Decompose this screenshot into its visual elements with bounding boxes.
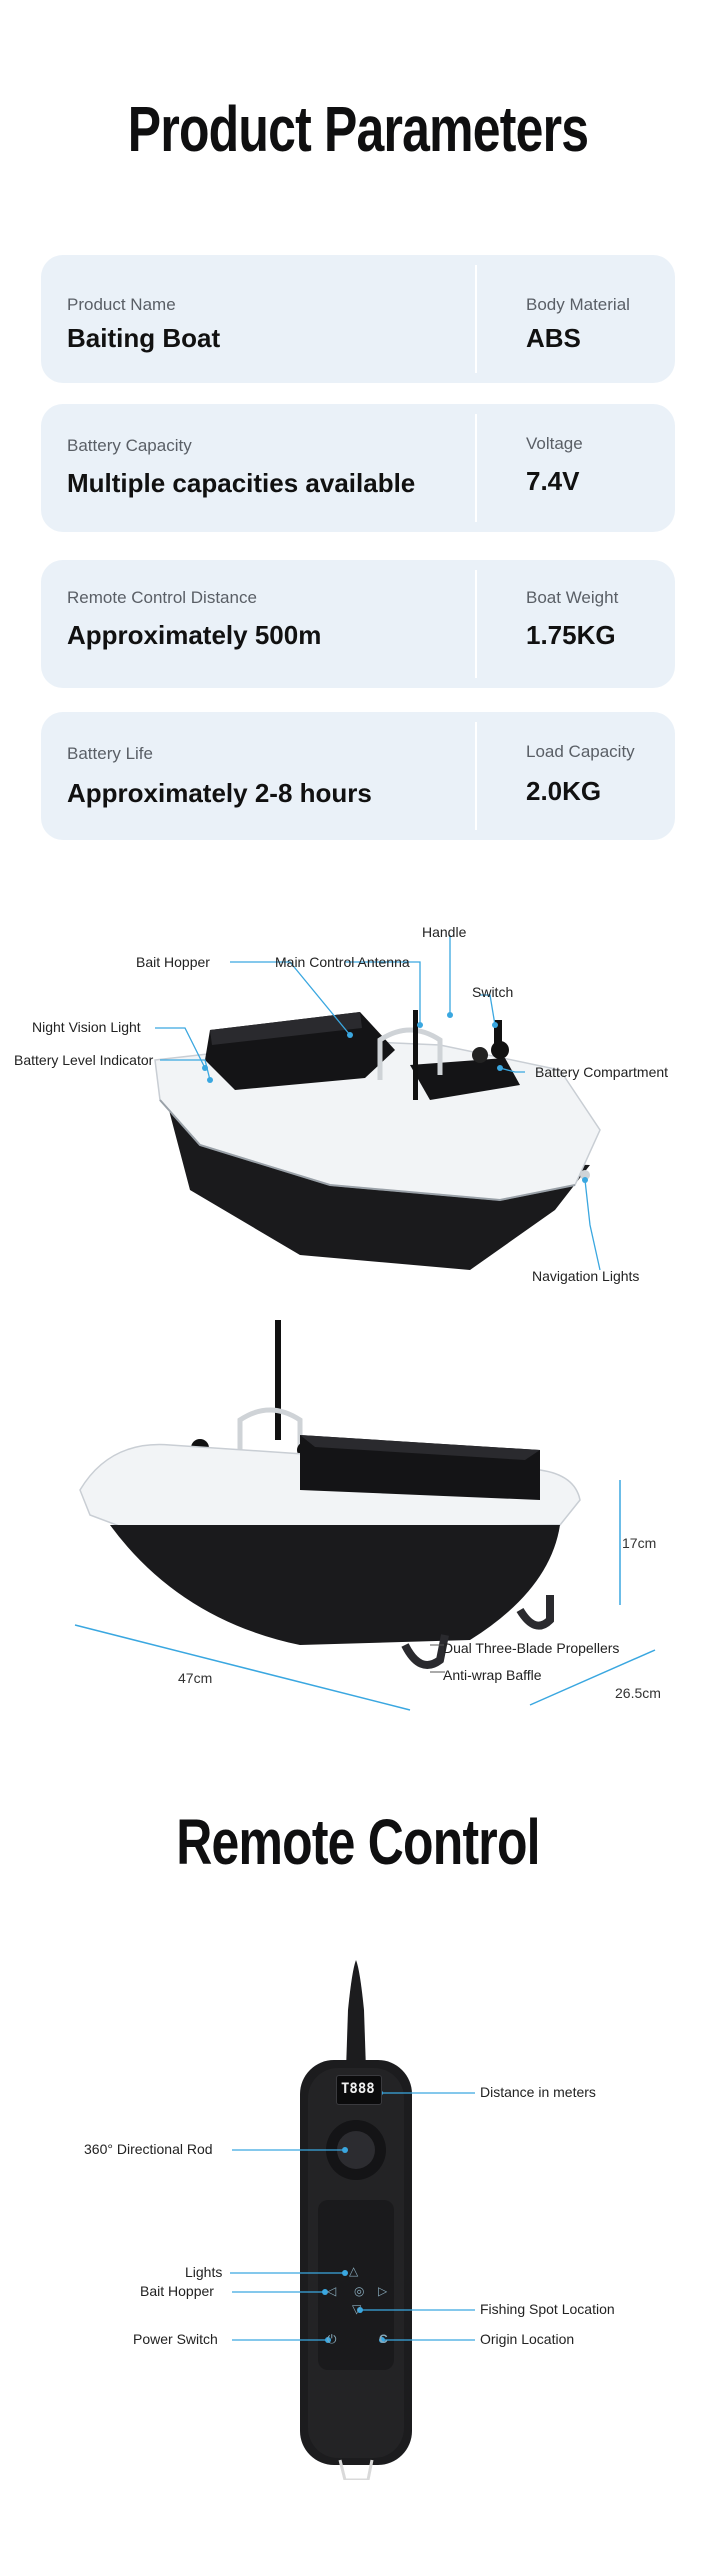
callout-anti-wrap-baffle: Anti-wrap Baffle (443, 1667, 542, 1683)
card-divider (475, 414, 477, 522)
param-label: Voltage (526, 434, 583, 453)
callout-propellers: Dual Three-Blade Propellers (443, 1640, 620, 1656)
callout-power-switch: Power Switch (133, 2331, 218, 2347)
callout-handle: Handle (422, 924, 467, 940)
params-title: Product Parameters (127, 93, 589, 165)
right-icon: ▷ (378, 2284, 388, 2298)
param-value: Multiple capacities available (67, 468, 416, 498)
fishing-spot-icon: ◎ (354, 2284, 365, 2298)
callout-switch: Switch (472, 984, 514, 1000)
param-value: 2.0KG (526, 776, 602, 806)
callout-origin: Origin Location (480, 2331, 575, 2347)
callout-battery-compartment: Battery Compartment (535, 1064, 669, 1080)
dimension-width: 26.5cm (615, 1685, 661, 1701)
param-label: Remote Control Distance (67, 588, 257, 607)
callout-main-antenna: Main Control Antenna (275, 954, 410, 970)
param-value: Approximately 2-8 hours (67, 778, 372, 808)
param-label: Product Name (67, 295, 176, 314)
param-card-2: Battery Capacity Multiple capacities ava… (41, 404, 675, 532)
param-value: 7.4V (526, 466, 580, 496)
callout-battery-indicator: Battery Level Indicator (14, 1052, 154, 1068)
bait-hopper-icon: ◁ (327, 2284, 337, 2298)
callout-night-vision: Night Vision Light (32, 1019, 141, 1035)
boat-side-illustration (74, 1320, 656, 1711)
callout-lights: Lights (185, 2264, 223, 2280)
param-card-1: Product Name Baiting Boat Body Material … (41, 255, 675, 383)
callout-directional-rod: 360° Directional Rod (84, 2141, 213, 2157)
param-label: Load Capacity (526, 742, 635, 761)
dimension-length: 47cm (178, 1670, 213, 1686)
dimension-height: 17cm (622, 1535, 657, 1551)
param-label: Boat Weight (526, 588, 619, 607)
param-value: Approximately 500m (67, 620, 322, 650)
param-value: 1.75KG (526, 620, 616, 650)
boat-top-illustration (154, 1010, 601, 1270)
card-divider (475, 570, 477, 678)
lights-icon: △ (349, 2264, 359, 2278)
card-divider (475, 722, 477, 830)
remote-display: T888 (336, 2075, 382, 2105)
param-card-4: Battery Life Approximately 2-8 hours Loa… (41, 712, 675, 840)
remote-illustration (230, 1960, 475, 2480)
down-icon: ▽ (352, 2302, 362, 2316)
power-icon: ⏻ (327, 2332, 337, 2346)
param-label: Body Material (526, 295, 630, 314)
callout-navigation-lights: Navigation Lights (532, 1268, 640, 1284)
remote-display-digits: T888 (341, 2081, 375, 2097)
card-divider (475, 265, 477, 373)
origin-icon: C (379, 2332, 388, 2346)
callout-fishing-spot: Fishing Spot Location (480, 2301, 615, 2317)
callout-bait-hopper: Bait Hopper (136, 954, 210, 970)
param-label: Battery Capacity (67, 436, 192, 455)
remote-title: Remote Control (176, 1806, 540, 1878)
param-value: ABS (526, 323, 581, 353)
callout-bait-hopper-remote: Bait Hopper (140, 2283, 214, 2299)
param-card-3: Remote Control Distance Approximately 50… (41, 560, 675, 688)
callout-distance: Distance in meters (480, 2084, 596, 2100)
param-value: Baiting Boat (67, 323, 221, 353)
boat-callout-lines (155, 935, 601, 1271)
param-label: Battery Life (67, 744, 153, 763)
